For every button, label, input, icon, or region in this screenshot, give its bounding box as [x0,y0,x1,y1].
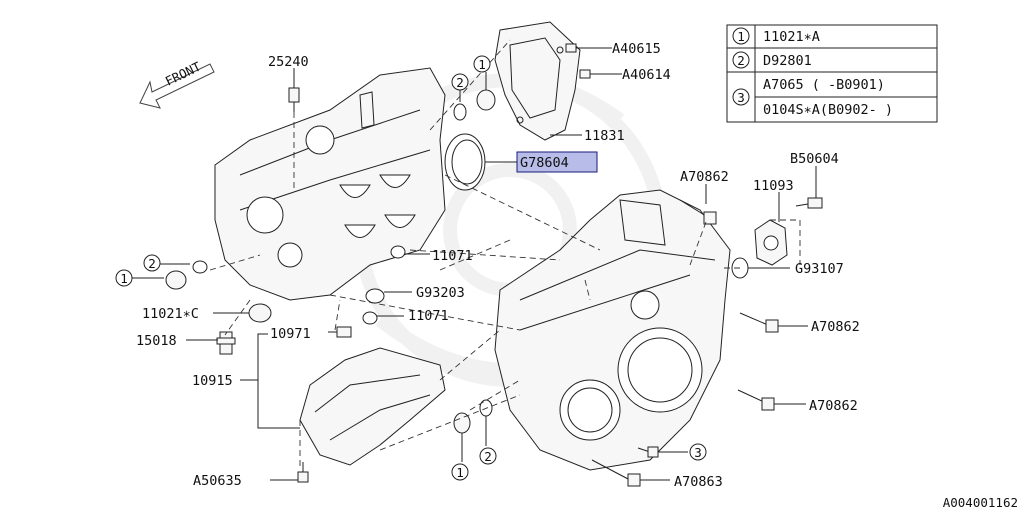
ref-marker-1-top-num[interactable]: 1 [478,57,486,72]
bolt-b50604[interactable] [795,197,823,209]
crankcase-right-half[interactable] [494,189,731,471]
plug-left[interactable] [165,270,187,290]
o-ring-left[interactable] [192,260,208,274]
label-11093[interactable]: 11093 [753,178,794,194]
label-b50604[interactable]: B50604 [790,151,839,167]
front-arrow: FRONT [139,59,215,109]
label-a40615[interactable]: A40615 [612,41,661,57]
cover-plate-11831[interactable] [494,21,581,141]
ref-markers: 2 1 1 2 1 2 3 [115,55,707,481]
fitting-15018[interactable] [216,331,236,355]
bolt-a50635[interactable] [297,462,309,483]
callout-labels: 25240 A40615 A40614 11831 G78604 A70862 … [136,41,860,490]
label-a50635[interactable]: A50635 [193,473,242,489]
legend-table: 1 11021∗A 2 D92801 3 A7065 ( -B0901) 010… [726,24,938,123]
ref-marker-3 [689,443,707,461]
legend-part-3b[interactable]: 0104S∗A(B0902- ) [763,102,893,118]
oil-seal-g78604[interactable] [444,133,486,191]
legend-marker-2 [732,51,750,69]
label-a70862-mid[interactable]: A70862 [811,319,860,335]
ref-marker-2-top-num[interactable]: 2 [456,75,464,90]
plug-top[interactable] [476,89,496,111]
ref-marker-2-left-num[interactable]: 2 [148,256,156,271]
label-11021c[interactable]: 11021∗C [142,306,199,322]
bolt-a70862-top[interactable] [679,199,717,225]
ref-marker-1-bottom [451,463,469,481]
label-11831[interactable]: 11831 [584,128,625,144]
label-g93107[interactable]: G93107 [795,261,844,277]
label-a40614[interactable]: A40614 [622,67,671,83]
label-10915[interactable]: 10915 [192,373,233,389]
label-a70862-top[interactable]: A70862 [680,169,729,185]
label-11071-b[interactable]: 11071 [408,308,449,324]
label-g93203[interactable]: G93203 [416,285,465,301]
ref-marker-1-left [115,269,133,287]
legend-num-1: 1 [737,29,745,44]
o-ring-11071-a[interactable] [390,245,406,259]
label-11071-a[interactable]: 11071 [432,248,473,264]
o-ring-top[interactable] [453,103,467,121]
ref-marker-1-left-num[interactable]: 1 [120,271,128,286]
highlight-g78604 [516,151,598,173]
ref-marker-1-top [473,55,491,73]
legend-part-3a[interactable]: A7065 ( -B0901) [763,77,885,93]
label-a70862-low[interactable]: A70862 [809,398,858,414]
ref-marker-2-left [143,254,161,272]
o-ring-g93203[interactable] [365,288,385,304]
bracket-11093[interactable] [754,219,788,266]
ref-marker-1-bottom-num[interactable]: 1 [456,465,464,480]
ref-marker-2-top [451,73,469,91]
crankcase-left-half[interactable] [214,67,446,301]
label-15018[interactable]: 15018 [136,333,177,349]
plug-11021c[interactable] [248,303,272,323]
diagram-id: A004001162 [943,495,1018,510]
ref-marker-2-bottom-num[interactable]: 2 [484,449,492,464]
label-10971[interactable]: 10971 [270,326,311,342]
legend-num-2: 2 [737,53,745,68]
label-25240[interactable]: 25240 [268,54,309,70]
leader-lines [132,47,817,481]
assembly-lines [209,39,801,470]
baffle-plate-10915[interactable] [299,347,446,466]
legend-num-3: 3 [737,90,745,105]
sensor-25240[interactable] [288,87,300,112]
bolt-a70862-low[interactable] [737,389,775,411]
label-g78604[interactable]: G78604 [520,155,569,171]
ref-marker-2-bottom [479,447,497,465]
legend-marker-1 [732,27,750,45]
bolt-a40614[interactable] [579,69,600,79]
bolt-a40615[interactable] [565,43,588,53]
o-ring-11071-b[interactable] [362,311,378,325]
ref-marker-3-num[interactable]: 3 [694,445,702,460]
legend-marker-3 [732,88,750,106]
label-a70863[interactable]: A70863 [674,474,723,490]
legend-part-2[interactable]: D92801 [763,53,812,69]
legend-part-1[interactable]: 11021∗A [763,29,820,45]
bolt-a70862-mid[interactable] [739,312,779,333]
clip-10971[interactable] [336,326,352,338]
